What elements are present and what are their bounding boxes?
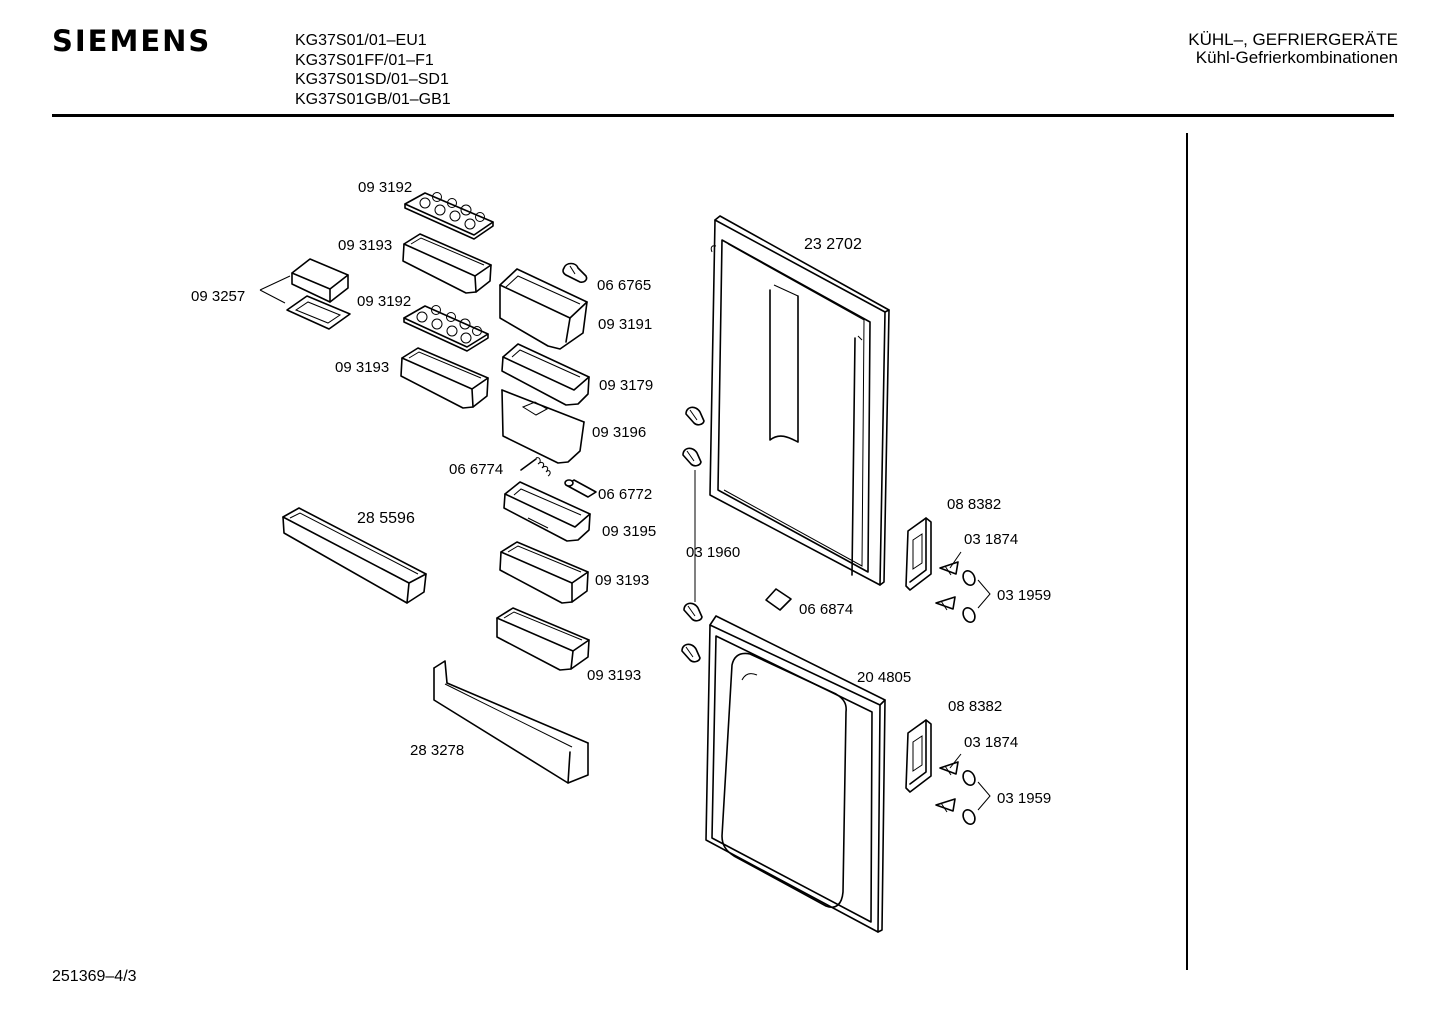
part-label: 03 1874 — [964, 531, 1018, 548]
shelf-3195 — [503, 481, 591, 542]
part-label: 09 3195 — [602, 523, 656, 540]
part-label: 23 2702 — [804, 236, 862, 253]
screw-upper — [935, 596, 956, 611]
cap-lower — [962, 770, 976, 786]
lower-door — [705, 615, 886, 933]
model-number: KG37S01SD/01–SD1 — [295, 71, 449, 88]
leader-line — [949, 551, 962, 569]
model-number: KG37S01/01–EU1 — [295, 32, 427, 49]
screw-lower — [935, 798, 956, 813]
part-label: 28 5596 — [357, 510, 415, 527]
part-label: 09 3193 — [338, 237, 392, 254]
cap-upper — [962, 607, 976, 623]
screw-upper — [939, 561, 959, 576]
spring — [520, 457, 551, 477]
box-3196 — [501, 389, 585, 464]
part-label: 08 8382 — [947, 496, 1001, 513]
part-label: 03 1960 — [686, 544, 740, 561]
part-label: 06 6765 — [597, 277, 651, 294]
leader-line — [949, 753, 962, 769]
hinge-pin — [683, 602, 703, 622]
part-label: 06 6774 — [449, 461, 503, 478]
part-label: 09 3196 — [592, 424, 646, 441]
part-label: 03 1959 — [997, 790, 1051, 807]
door-shelf-2 — [400, 347, 489, 409]
drawing-number: 251369–4/3 — [52, 968, 137, 985]
part-label: 06 6874 — [799, 601, 853, 618]
brand-logo: SIEMENS — [52, 24, 212, 58]
screw-lower — [939, 761, 959, 776]
appliance-category: KÜHL–, GEFRIERGERÄTE Kühl-Gefrierkombina… — [1188, 31, 1398, 67]
pin — [564, 479, 597, 498]
part-label: 09 3193 — [335, 359, 389, 376]
part-label: 09 3193 — [587, 667, 641, 684]
part-label: 08 8382 — [948, 698, 1002, 715]
hinge-pin — [685, 406, 705, 426]
part-label: 09 3192 — [358, 179, 412, 196]
egg-tray-top — [404, 192, 494, 240]
door-shelf-top — [402, 233, 492, 294]
hinge-pin — [682, 447, 702, 467]
door-shelf-3 — [499, 541, 589, 604]
bottle-guard — [282, 507, 427, 604]
model-number: KG37S01FF/01–F1 — [295, 51, 434, 69]
right-margin-rule — [1186, 133, 1188, 970]
shelf-3179 — [501, 343, 590, 406]
part-label: 09 3193 — [595, 572, 649, 589]
leader-line — [259, 275, 291, 304]
plate — [765, 588, 792, 611]
cap-upper — [962, 570, 976, 586]
part-label: 06 6772 — [598, 486, 652, 503]
category-subtitle: Kühl-Gefrierkombinationen — [1195, 48, 1398, 67]
butter-box — [286, 258, 351, 330]
category-title: KÜHL–, GEFRIERGERÄTE — [1188, 30, 1398, 49]
leader-line — [977, 579, 991, 609]
door-shelf-4 — [496, 607, 590, 671]
model-number: KG37S01GB/01–GB1 — [295, 90, 451, 108]
part-label: 20 4805 — [857, 669, 911, 686]
part-label: 09 3179 — [599, 377, 653, 394]
bottle-shelf — [433, 660, 589, 784]
upper-door — [709, 215, 890, 586]
cap-lower — [962, 809, 976, 825]
part-label: 28 3278 — [410, 742, 464, 759]
hinge-pin — [681, 643, 701, 663]
model-list: KG37S01/01–EU1 KG37S01FF/01–F1 KG37S01SD… — [295, 31, 451, 109]
part-label: 09 3257 — [191, 288, 245, 305]
part-label: 09 3192 — [357, 293, 411, 310]
door-handle-lower — [905, 719, 932, 793]
door-handle-upper — [905, 517, 932, 591]
part-label: 03 1874 — [964, 734, 1018, 751]
compartment-lid — [499, 268, 588, 350]
leader-line — [977, 781, 991, 811]
egg-tray-2 — [403, 305, 489, 352]
screw-top — [562, 262, 588, 283]
header-rule — [52, 114, 1394, 117]
part-label: 03 1959 — [997, 587, 1051, 604]
part-label: 09 3191 — [598, 316, 652, 333]
